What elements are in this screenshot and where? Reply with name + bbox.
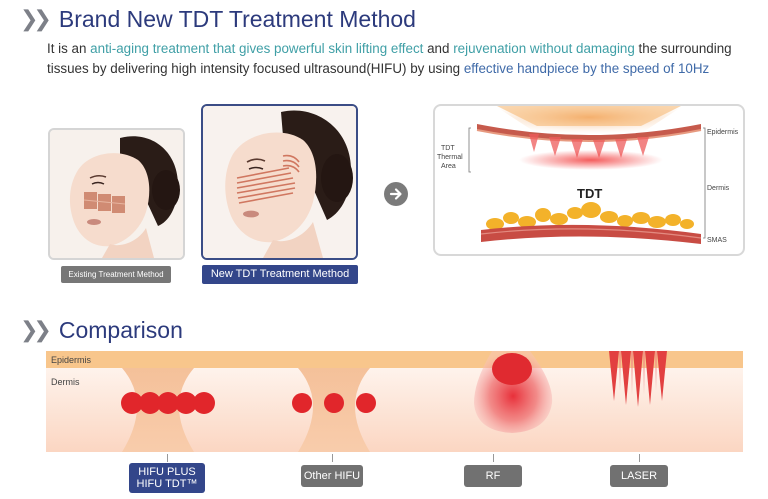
intro-highlight-rejuvenation: rejuvenation without damaging [453,41,635,56]
label-tick [639,454,640,462]
comparison-diagram-svg: Epidermis Dermis [46,351,743,452]
label-tick [167,454,168,462]
label-tick [332,454,333,462]
double-chevron-right-icon: ❯❯ [20,7,52,32]
section-heading-comparison: ❯❯ Comparison [20,317,183,344]
arrow-right-circle-icon [384,182,408,206]
hifu-tdt-label: HIFU PLUS HIFU TDT™ [129,463,205,493]
diagram-smas-label: SMAS [707,237,727,244]
intro-highlight-lifting: anti-aging treatment that gives powerful… [90,41,424,56]
section-heading-tdt: ❯❯ Brand New TDT Treatment Method [20,6,416,33]
diagram-thermal-label: Thermal [437,154,463,161]
comparison-epidermis-label: Epidermis [51,355,92,365]
intro-paragraph: It is an anti-aging treatment that gives… [47,39,747,79]
double-chevron-right-icon: ❯❯ [20,318,52,343]
page-title: Brand New TDT Treatment Method [58,6,416,32]
diagram-tdt-label: TDT [441,145,455,152]
existing-treatment-photo [48,128,185,260]
tdt-layer-diagram: TDT Thermal Area TDT Epidermis Dermis SM… [433,104,745,256]
intro-text: and [423,41,454,56]
laser-label: LASER [610,465,668,487]
rf-label: RF [464,465,522,487]
intro-highlight-handpiece: effective handpiece by the speed of 10Hz [463,61,710,76]
diagram-area-label: Area [441,163,456,170]
new-tdt-treatment-photo [201,104,358,260]
tdt-diagram-svg: TDT Thermal Area TDT Epidermis Dermis SM… [437,106,739,244]
comparison-title: Comparison [58,317,183,343]
existing-treatment-caption: Existing Treatment Method [61,266,171,283]
comparison-dermis-label: Dermis [51,377,80,387]
diagram-dermis-label: Dermis [707,185,730,192]
face-illustration-existing [50,130,183,258]
other-hifu-label: Other HIFU [301,465,363,487]
hifu-plus-text: HIFU PLUS [138,466,196,478]
diagram-epidermis-label: Epidermis [707,129,739,136]
intro-text: the surrounding tissues by delivering hi… [47,41,732,76]
new-treatment-caption: New TDT Treatment Method [202,265,358,284]
label-tick [493,454,494,462]
intro-text: It is an [47,41,91,56]
hifu-tdt-text: HIFU TDT™ [136,478,198,490]
face-illustration-new [203,106,356,258]
comparison-strip: Epidermis Dermis [46,351,743,452]
diagram-center-label: TDT [577,186,602,201]
